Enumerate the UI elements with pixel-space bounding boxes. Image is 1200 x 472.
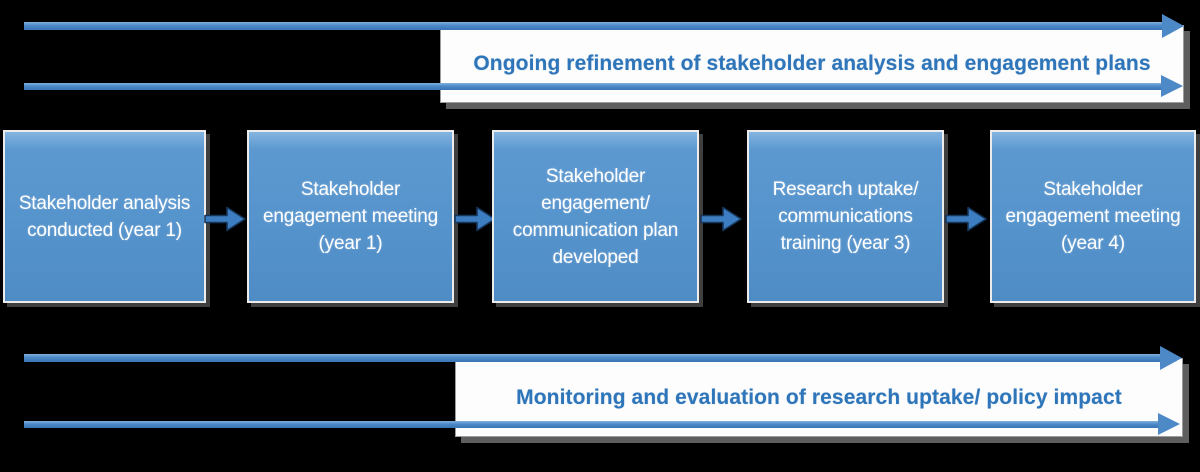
process-step-communication-plan: Stakeholder engagement/ communication pl… <box>492 130 699 303</box>
process-step-label: Stakeholder engagement meeting (year 4) <box>1005 179 1181 254</box>
process-step-label: Stakeholder analysis conducted (year 1) <box>18 192 191 241</box>
top-arrow-lower-shaft <box>24 83 1162 90</box>
bottom-arrow-lower-shaft <box>24 421 1160 428</box>
flow-arrow-icon <box>945 205 987 233</box>
bottom-arrow-upper-shaft <box>24 354 1160 362</box>
process-step-label: Research uptake/ communications training… <box>772 179 919 254</box>
process-step-engagement-meeting-y4: Stakeholder engagement meeting (year 4) <box>990 130 1196 303</box>
top-banner-label: Ongoing refinement of stakeholder analys… <box>473 52 1151 75</box>
process-step-stakeholder-analysis: Stakeholder analysis conducted (year 1) <box>3 130 206 303</box>
bottom-banner-label: Monitoring and evaluation of research up… <box>516 385 1122 409</box>
top-banner-box: Ongoing refinement of stakeholder analys… <box>440 25 1184 103</box>
process-step-engagement-meeting-y1: Stakeholder engagement meeting (year 1) <box>247 130 454 303</box>
process-step-label: Stakeholder engagement meeting (year 1) <box>263 179 438 254</box>
top-arrow-upper-shaft <box>24 22 1162 30</box>
right-arrowhead-icon <box>1158 413 1180 435</box>
right-arrowhead-icon <box>1162 14 1184 38</box>
flow-arrow-icon <box>204 205 246 233</box>
right-arrowhead-icon <box>1161 75 1183 97</box>
process-step-label: Stakeholder engagement/ communication pl… <box>512 165 679 268</box>
flow-arrow-icon <box>454 205 496 233</box>
process-step-research-uptake-training: Research uptake/ communications training… <box>747 130 944 303</box>
right-arrowhead-icon <box>1160 346 1182 370</box>
flow-arrow-icon <box>700 205 742 233</box>
